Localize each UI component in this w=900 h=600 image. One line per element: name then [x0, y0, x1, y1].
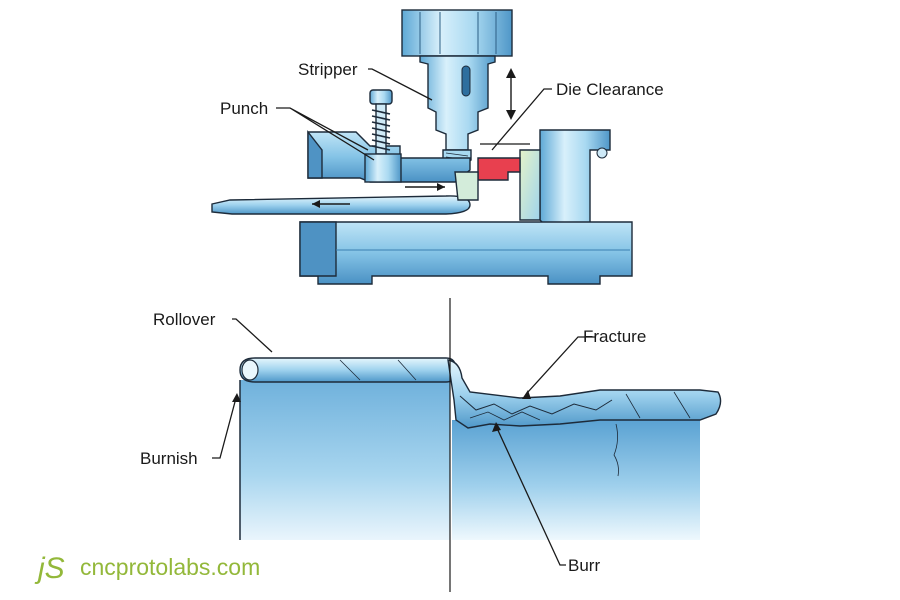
- label-burnish: Burnish: [140, 449, 198, 468]
- rollover-leader: [232, 318, 273, 353]
- label-die-clearance: Die Clearance: [556, 80, 664, 99]
- right-part-body: [452, 420, 700, 540]
- burnish-leader: [212, 397, 237, 459]
- cut-edge-section: [239, 298, 722, 592]
- logo-site-text: cncprotolabs.com: [80, 554, 260, 580]
- die-base: [299, 221, 633, 285]
- label-punch: Punch: [220, 99, 268, 118]
- spring-bolt-head: [369, 89, 393, 105]
- sheet-strip: [211, 195, 471, 215]
- label-burr: Burr: [568, 556, 600, 575]
- punch-body: [419, 55, 496, 151]
- burr-leader: [495, 425, 566, 566]
- die-holder: [539, 129, 611, 229]
- die-clearance-leader: [491, 88, 552, 151]
- die-insert: [477, 157, 521, 181]
- logo-mark: jS: [34, 552, 65, 585]
- rollover-edge: [239, 357, 457, 383]
- label-stripper: Stripper: [298, 60, 358, 79]
- label-rollover: Rollover: [153, 310, 216, 329]
- fracture-surface: [447, 359, 722, 429]
- punch-leader: [276, 107, 375, 161]
- stripper-spring: [371, 109, 391, 151]
- stripper-leader: [368, 68, 433, 101]
- left-part-body: [240, 380, 450, 540]
- fracture-leader: [527, 336, 596, 393]
- punch-assembly: [211, 9, 633, 285]
- label-fracture: Fracture: [583, 327, 646, 346]
